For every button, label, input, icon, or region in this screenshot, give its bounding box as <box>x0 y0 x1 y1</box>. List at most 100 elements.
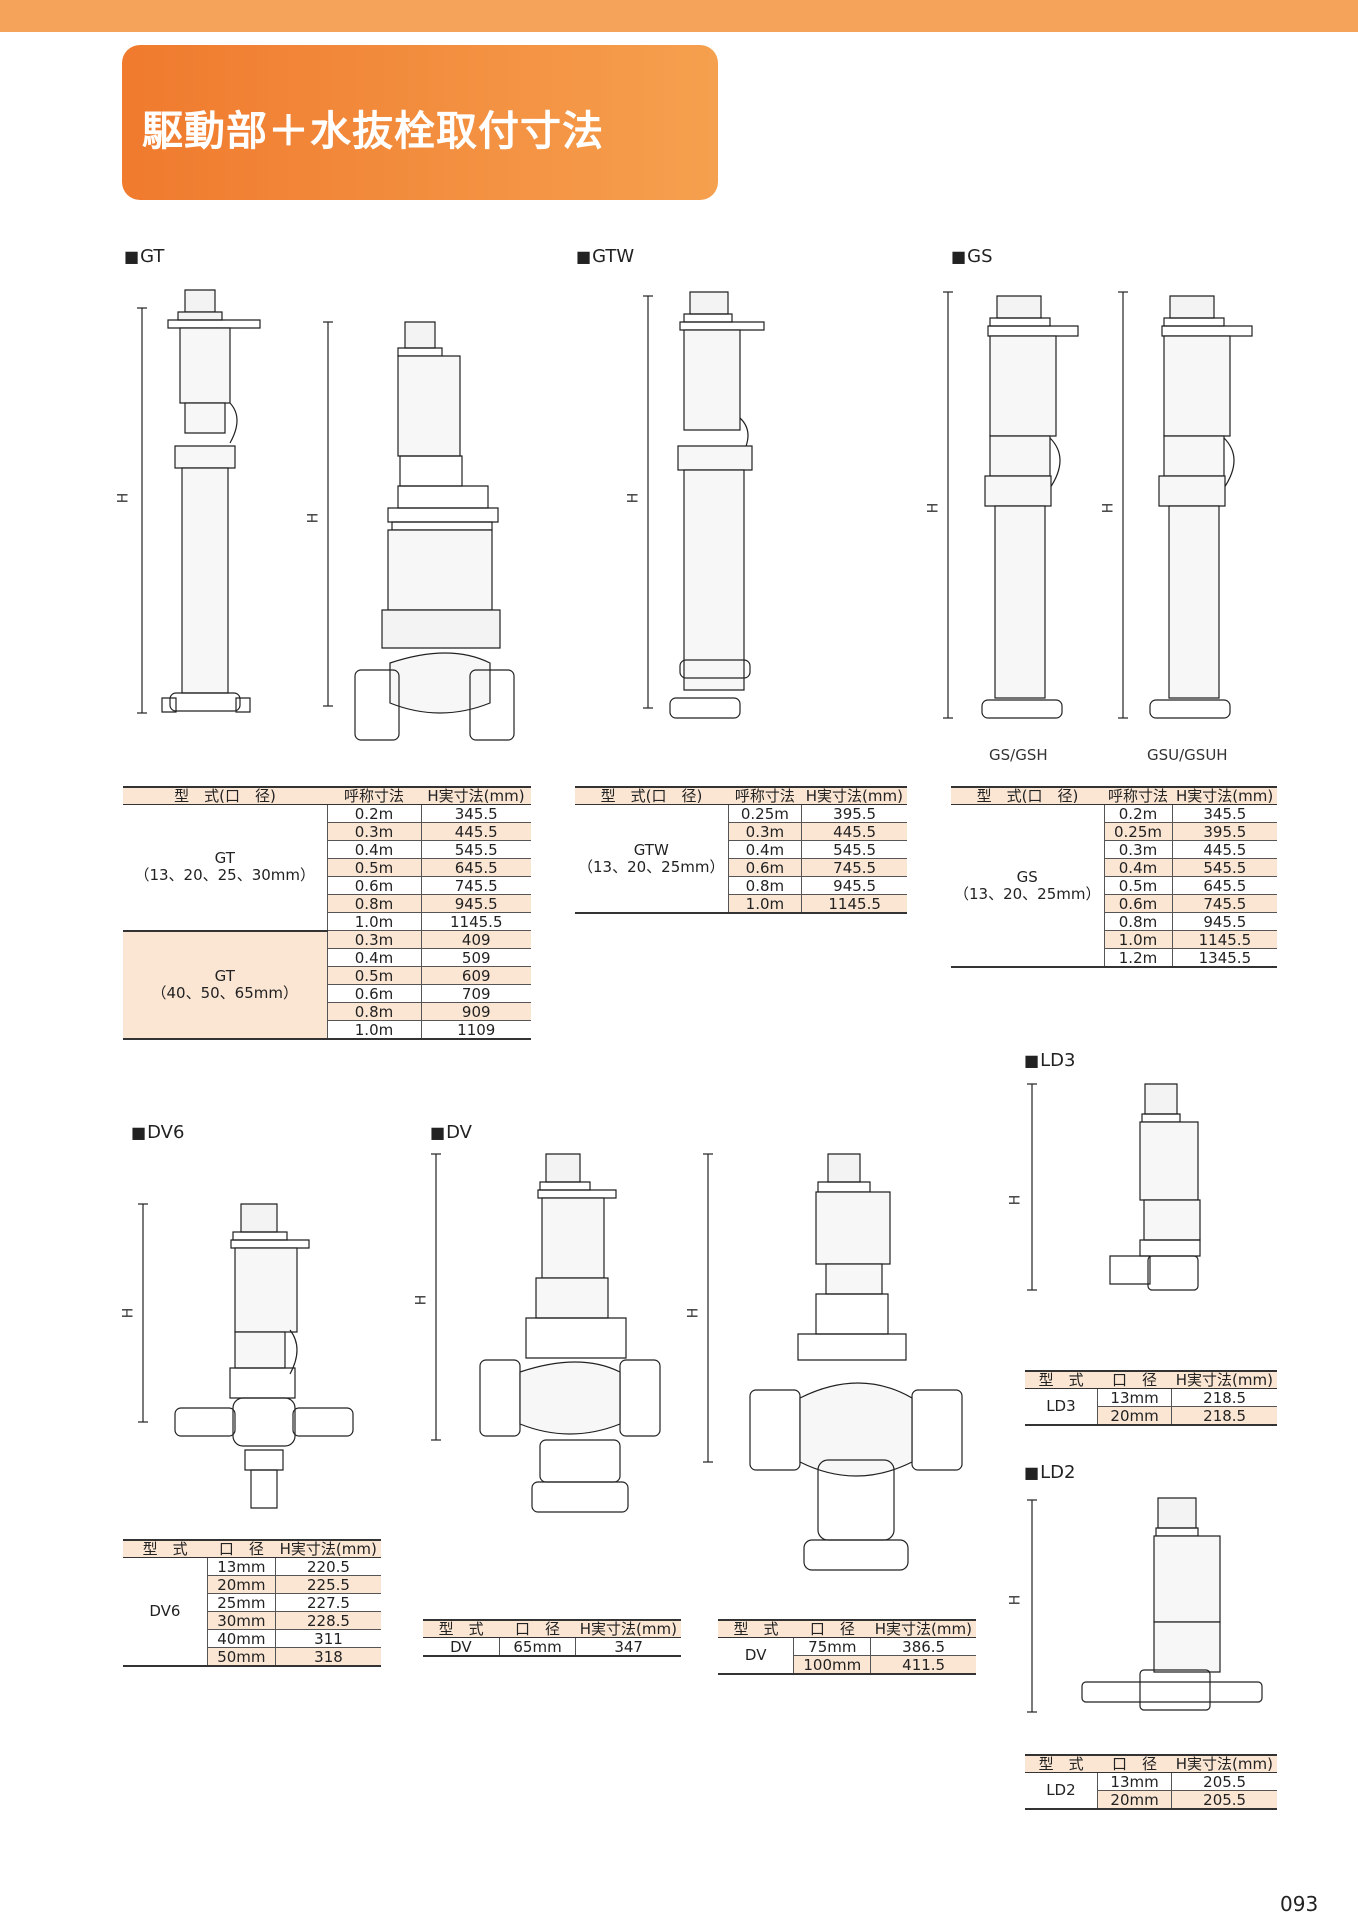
port-cell: 65mm <box>499 1637 577 1657</box>
header-port: 口 径 <box>1097 1754 1172 1773</box>
model-name: DV <box>718 1637 795 1675</box>
h-cell: 1345.5 <box>1172 948 1278 968</box>
header-model: 型 式 <box>1025 1370 1098 1389</box>
nominal-cell: 0.5m <box>327 858 422 877</box>
h-cell: 545.5 <box>1172 858 1278 877</box>
section-label-gs: GS <box>951 246 992 267</box>
port-cell: 30mm <box>207 1611 276 1630</box>
h-cell: 945.5 <box>801 876 907 895</box>
dv-65mm-valve-drawing <box>428 1150 658 1580</box>
port-cell: 13mm <box>1097 1772 1173 1791</box>
h-cell: 1145.5 <box>1172 930 1278 949</box>
header-nominal: 呼称寸法 <box>327 786 421 805</box>
header-h: H実寸法(mm) <box>421 786 531 805</box>
nominal-cell: 0.6m <box>1104 894 1173 913</box>
nominal-cell: 0.25m <box>1104 822 1173 841</box>
nominal-cell: 0.4m <box>1104 858 1173 877</box>
header-model: 型 式 <box>1025 1754 1098 1773</box>
nominal-cell: 0.5m <box>327 966 422 985</box>
nominal-cell: 0.8m <box>728 876 803 895</box>
model-name: DV <box>423 1637 500 1657</box>
port-cell: 13mm <box>207 1557 276 1576</box>
h-cell: 220.5 <box>275 1557 381 1576</box>
ld2-valve-drawing <box>1030 1492 1290 1752</box>
h-cell: 509 <box>421 948 531 967</box>
header-model: 型 式 <box>718 1619 794 1638</box>
header-h: H実寸法(mm) <box>870 1619 976 1638</box>
dim-h-label: H <box>685 1307 702 1319</box>
dim-h-label: H <box>925 502 942 514</box>
nominal-cell: 0.3m <box>728 822 803 841</box>
port-cell: 20mm <box>1097 1790 1173 1810</box>
gt-large-valve-drawing <box>320 318 500 758</box>
port-cell: 20mm <box>1097 1406 1173 1426</box>
h-cell: 227.5 <box>275 1593 381 1612</box>
gt-small-valve-drawing <box>130 288 260 728</box>
dim-h-label: H <box>115 492 132 504</box>
nominal-cell: 0.3m <box>327 822 422 841</box>
h-cell: 1145.5 <box>801 894 907 914</box>
h-cell: 609 <box>421 966 531 985</box>
header-port: 口 径 <box>793 1619 871 1638</box>
h-cell: 318 <box>275 1647 381 1667</box>
ld3-valve-drawing <box>1030 1080 1210 1340</box>
h-cell: 218.5 <box>1171 1406 1277 1426</box>
model-name: LD3 <box>1025 1388 1098 1426</box>
nominal-cell: 0.6m <box>728 858 803 877</box>
nominal-cell: 0.8m <box>1104 912 1173 931</box>
dv-75-100mm-valve-drawing <box>700 1150 940 1600</box>
h-cell: 545.5 <box>801 840 907 859</box>
h-cell: 395.5 <box>1172 822 1278 841</box>
dv6-valve-drawing <box>135 1200 365 1530</box>
nominal-cell: 0.4m <box>728 840 803 859</box>
dim-h-label: H <box>1007 1594 1024 1606</box>
nominal-cell: 0.25m <box>728 804 803 823</box>
h-cell: 411.5 <box>870 1655 976 1675</box>
nominal-cell: 0.3m <box>1104 840 1173 859</box>
nominal-cell: 0.2m <box>1104 804 1173 823</box>
section-label-gtw: GTW <box>576 246 634 267</box>
gs-sublabel-gsh: GS/GSH <box>989 746 1048 764</box>
nominal-cell: 1.0m <box>728 894 803 914</box>
header-model: 型 式 <box>123 1539 208 1558</box>
header-model: 型 式(口 径) <box>951 786 1104 805</box>
nominal-cell: 0.5m <box>1104 876 1173 895</box>
gs-dimension-table: 型 式(口 径) 呼称寸法 H実寸法(mm) GS（13、20、25mm） 0.… <box>951 786 1278 968</box>
header-port: 口 径 <box>207 1539 276 1558</box>
nominal-cell: 0.6m <box>327 876 422 895</box>
h-cell: 745.5 <box>1172 894 1278 913</box>
h-cell: 409 <box>421 930 531 949</box>
h-cell: 395.5 <box>801 804 907 823</box>
port-cell: 13mm <box>1097 1388 1173 1407</box>
dim-h-label: H <box>120 1307 137 1319</box>
port-cell: 25mm <box>207 1593 276 1612</box>
nominal-cell: 1.0m <box>327 912 422 931</box>
h-cell: 945.5 <box>421 894 531 913</box>
header-nominal: 呼称寸法 <box>728 786 802 805</box>
h-cell: 386.5 <box>870 1637 976 1656</box>
dim-h-label: H <box>1100 502 1117 514</box>
h-cell: 745.5 <box>421 876 531 895</box>
h-cell: 709 <box>421 984 531 1003</box>
top-accent-bar <box>0 0 1358 32</box>
nominal-cell: 1.0m <box>327 1020 422 1040</box>
header-model: 型 式(口 径) <box>123 786 327 805</box>
nominal-cell: 0.6m <box>327 984 422 1003</box>
gtw-dimension-table: 型 式(口 径) 呼称寸法 H実寸法(mm) GTW（13、20、25mm） 0… <box>575 786 907 914</box>
header-h: H実寸法(mm) <box>1172 786 1278 805</box>
nominal-cell: 0.2m <box>327 804 422 823</box>
model-ports: （13、20、25、30mm） <box>134 866 316 885</box>
h-cell: 205.5 <box>1171 1790 1277 1810</box>
header-h: H実寸法(mm) <box>575 1619 681 1638</box>
model-name: DV6 <box>123 1557 208 1667</box>
h-cell: 347 <box>575 1637 681 1657</box>
nominal-cell: 0.8m <box>327 1002 422 1021</box>
h-cell: 909 <box>421 1002 531 1021</box>
h-cell: 225.5 <box>275 1575 381 1594</box>
h-cell: 745.5 <box>801 858 907 877</box>
model-ports: （13、20、25mm） <box>578 857 725 876</box>
model-ports: （13、20、25mm） <box>954 884 1101 903</box>
